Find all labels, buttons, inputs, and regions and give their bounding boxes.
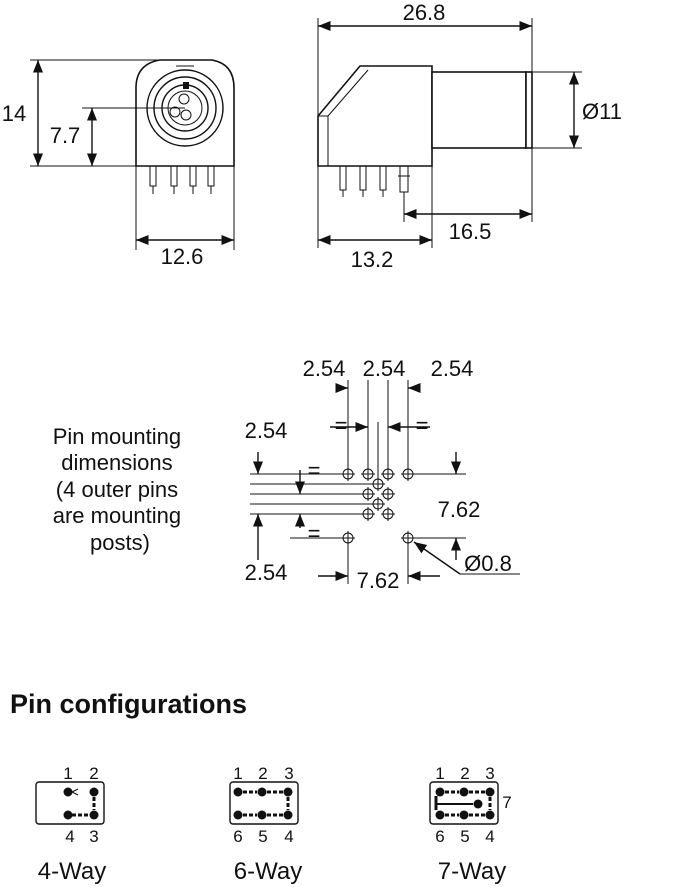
6way-pin-4: 4 <box>284 827 293 846</box>
mounting-description: Pin mounting dimensions (4 outer pins ar… <box>53 424 188 555</box>
front-view: 14 7.7 12.6 <box>2 59 235 269</box>
4way-caption: 4-Way <box>38 858 106 885</box>
diameter-dim-label: Ø11 <box>582 99 622 124</box>
span-bottom-label: 7.62 <box>357 568 400 593</box>
7way-pin-2: 2 <box>460 764 469 783</box>
mounting-line-5: posts) <box>90 530 150 555</box>
pin-hole-grid <box>341 467 415 545</box>
equal-mark-left-top: = <box>308 458 321 483</box>
pitch-left-top-label: 2.54 <box>245 418 288 443</box>
6way-caption: 6-Way <box>234 858 302 885</box>
barrel-dim-label: 16.5 <box>449 219 492 244</box>
6way-pin-3: 3 <box>284 764 293 783</box>
height-dim-label: 14 <box>2 101 26 126</box>
width-dim-label: 12.6 <box>161 244 204 269</box>
equal-mark-top-left: = <box>335 413 348 438</box>
base-dim-label: 13.2 <box>351 247 394 272</box>
6way-pin-2: 2 <box>258 764 267 783</box>
length-dim-label: 26.8 <box>403 0 446 25</box>
config-4-way: 1 2 4 3 4-Way <box>35 764 106 885</box>
4way-pin-1: 1 <box>63 764 72 783</box>
6way-pin-5: 5 <box>258 827 267 846</box>
7way-caption: 7-Way <box>438 858 506 885</box>
equal-mark-top-right: = <box>416 413 429 438</box>
equal-mark-left-bottom: = <box>308 521 321 546</box>
mounting-line-1: Pin mounting <box>53 424 181 449</box>
span-right-label: 7.62 <box>438 497 481 522</box>
7way-pin-4: 4 <box>485 827 494 846</box>
6way-pin-1: 1 <box>233 764 242 783</box>
mounting-diagram: Pin mounting dimensions (4 outer pins ar… <box>53 356 520 593</box>
pitch-top-2-label: 2.54 <box>363 356 406 381</box>
pitch-left-bottom-label: 2.54 <box>245 560 288 585</box>
7way-pin-7: 7 <box>502 793 511 812</box>
config-6-way: 1 2 3 6 5 4 6-Way <box>229 764 302 885</box>
mounting-line-3: (4 outer pins <box>56 477 178 502</box>
7way-pin-5: 5 <box>460 827 469 846</box>
mounting-line-4: are mounting <box>53 503 181 528</box>
side-view: 26.8 Ø11 16.5 13.2 <box>317 0 622 272</box>
7way-pin-6: 6 <box>435 827 444 846</box>
7way-pin-3: 3 <box>485 764 494 783</box>
4way-pin-2: 2 <box>89 764 98 783</box>
4way-pin-3: 3 <box>89 827 98 846</box>
6way-pin-6: 6 <box>233 827 242 846</box>
center-dim-label: 7.7 <box>50 123 81 148</box>
mounting-line-2: dimensions <box>61 450 172 475</box>
hole-dim-label: Ø0.8 <box>464 551 512 576</box>
pitch-top-1-label: 2.54 <box>303 356 346 381</box>
pin-configurations-heading: Pin configurations <box>10 689 247 719</box>
4way-pin-4: 4 <box>65 827 74 846</box>
config-7-way: 1 2 3 6 5 4 7 7-Way <box>429 764 512 885</box>
7way-pin-1: 1 <box>435 764 444 783</box>
pitch-top-3-label: 2.54 <box>431 356 474 381</box>
